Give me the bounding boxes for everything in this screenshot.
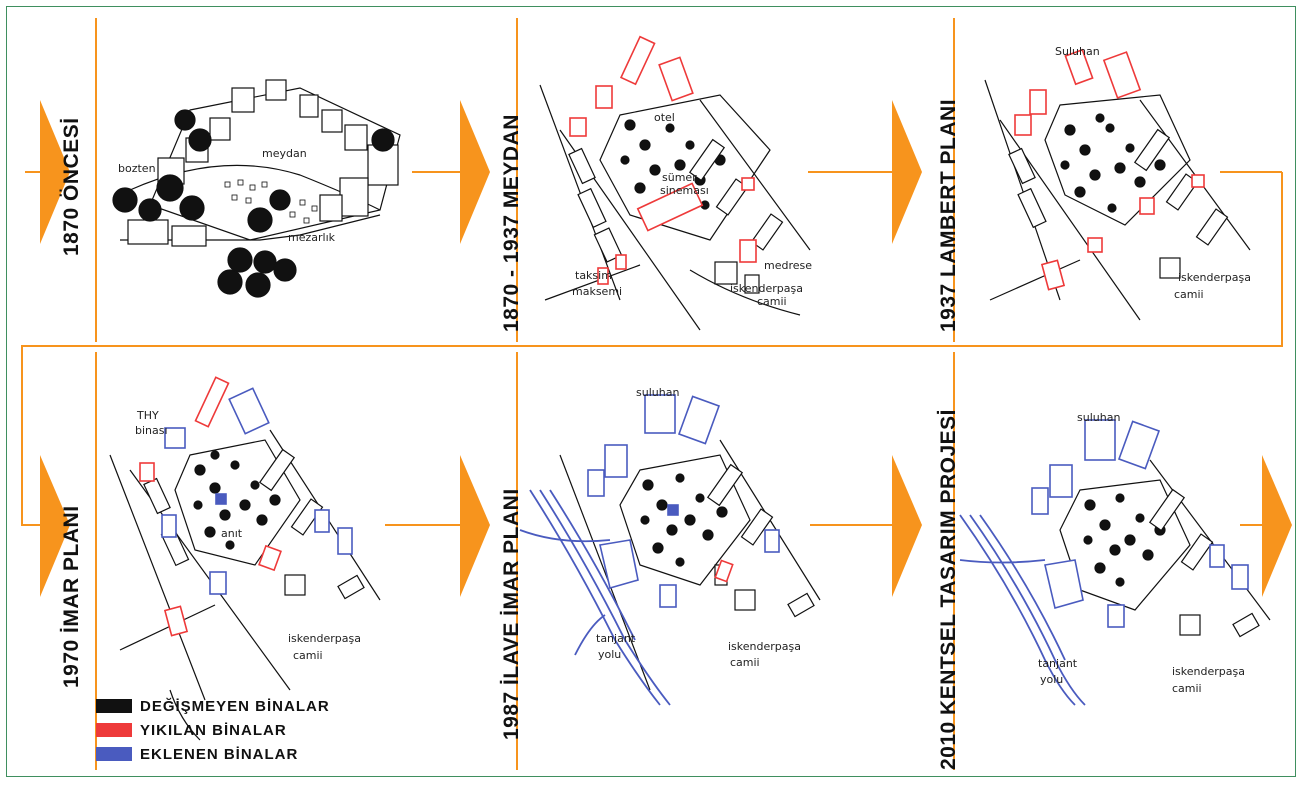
legend-swatch-unchanged bbox=[96, 699, 132, 713]
label-sinemasi: sineması bbox=[660, 185, 709, 197]
period-label-1870-1937: 1870 - 1937 MEYDAN bbox=[500, 114, 524, 332]
label-iskenderpasa-4: iskenderpaşa bbox=[288, 633, 361, 645]
label-camii-2: camii bbox=[757, 296, 787, 308]
legend-label-demolished: YIKILAN BİNALAR bbox=[140, 722, 287, 739]
label-camii-3: camii bbox=[1174, 289, 1204, 301]
legend-row-unchanged: DEĞİŞMEYEN BİNALAR bbox=[96, 697, 330, 715]
label-suluhan-5: suluhan bbox=[636, 387, 679, 399]
label-iskenderpasa-3: iskenderpaşa bbox=[1178, 272, 1251, 284]
label-thy: THY bbox=[137, 410, 159, 422]
label-maksemi: maksemi bbox=[572, 286, 622, 298]
label-suluhan-6: suluhan bbox=[1077, 412, 1120, 424]
period-label-2010-kentsel: 2010 KENTSEL TASARIM PROJESİ bbox=[937, 409, 961, 770]
label-bozten: bozten bbox=[118, 163, 156, 175]
label-binasi: binası bbox=[135, 425, 168, 437]
label-iskenderpasa-5: iskenderpaşa bbox=[728, 641, 801, 653]
label-suluhan-3: Suluhan bbox=[1055, 46, 1100, 58]
flow-arrow-7 bbox=[1262, 455, 1292, 597]
legend-swatch-added bbox=[96, 747, 132, 761]
period-label-1937-lambert: 1937 LAMBERT PLANI bbox=[937, 99, 961, 332]
label-sumer: sümer bbox=[662, 172, 697, 184]
label-taksim: taksim bbox=[575, 270, 612, 282]
map-1987-ilave bbox=[520, 395, 820, 705]
label-iskenderpasa-2: iskenderpaşa bbox=[730, 283, 803, 295]
label-otel: otel bbox=[654, 112, 675, 124]
label-medrese: medrese bbox=[764, 260, 812, 272]
legend-row-demolished: YIKILAN BİNALAR bbox=[96, 721, 287, 739]
period-label-1870-oncesi: 1870 ÖNCESİ bbox=[60, 117, 84, 256]
label-yolu-6: yolu bbox=[1040, 674, 1063, 686]
label-tanjant-5: tanjant bbox=[596, 633, 635, 645]
label-iskenderpasa-6: iskenderpaşa bbox=[1172, 666, 1245, 678]
label-anit: anıt bbox=[221, 528, 242, 540]
label-tanjant-6: tanjant bbox=[1038, 658, 1077, 670]
legend-label-added: EKLENEN BİNALAR bbox=[140, 746, 298, 763]
flow-arrow-6 bbox=[892, 455, 922, 597]
label-yolu-5: yolu bbox=[598, 649, 621, 661]
label-camii-5: camii bbox=[730, 657, 760, 669]
legend-swatch-demolished bbox=[96, 723, 132, 737]
flow-arrow-2 bbox=[460, 100, 490, 244]
label-camii-4: camii bbox=[293, 650, 323, 662]
flow-arrow-5 bbox=[460, 455, 490, 597]
map-2010-kentsel bbox=[960, 420, 1270, 705]
legend-label-unchanged: DEĞİŞMEYEN BİNALAR bbox=[140, 698, 330, 715]
label-meydan: meydan bbox=[262, 148, 307, 160]
legend-row-added: EKLENEN BİNALAR bbox=[96, 745, 298, 763]
label-mezarlik: mezarlık bbox=[288, 232, 335, 244]
flow-arrow-3 bbox=[892, 100, 922, 244]
period-label-1970-imar: 1970 İMAR PLANI bbox=[60, 505, 84, 688]
map-1870-oncesi bbox=[113, 80, 400, 297]
period-label-1987-ilave: 1987 İLAVE İMAR PLANI bbox=[500, 488, 524, 740]
label-camii-6: camii bbox=[1172, 683, 1202, 695]
